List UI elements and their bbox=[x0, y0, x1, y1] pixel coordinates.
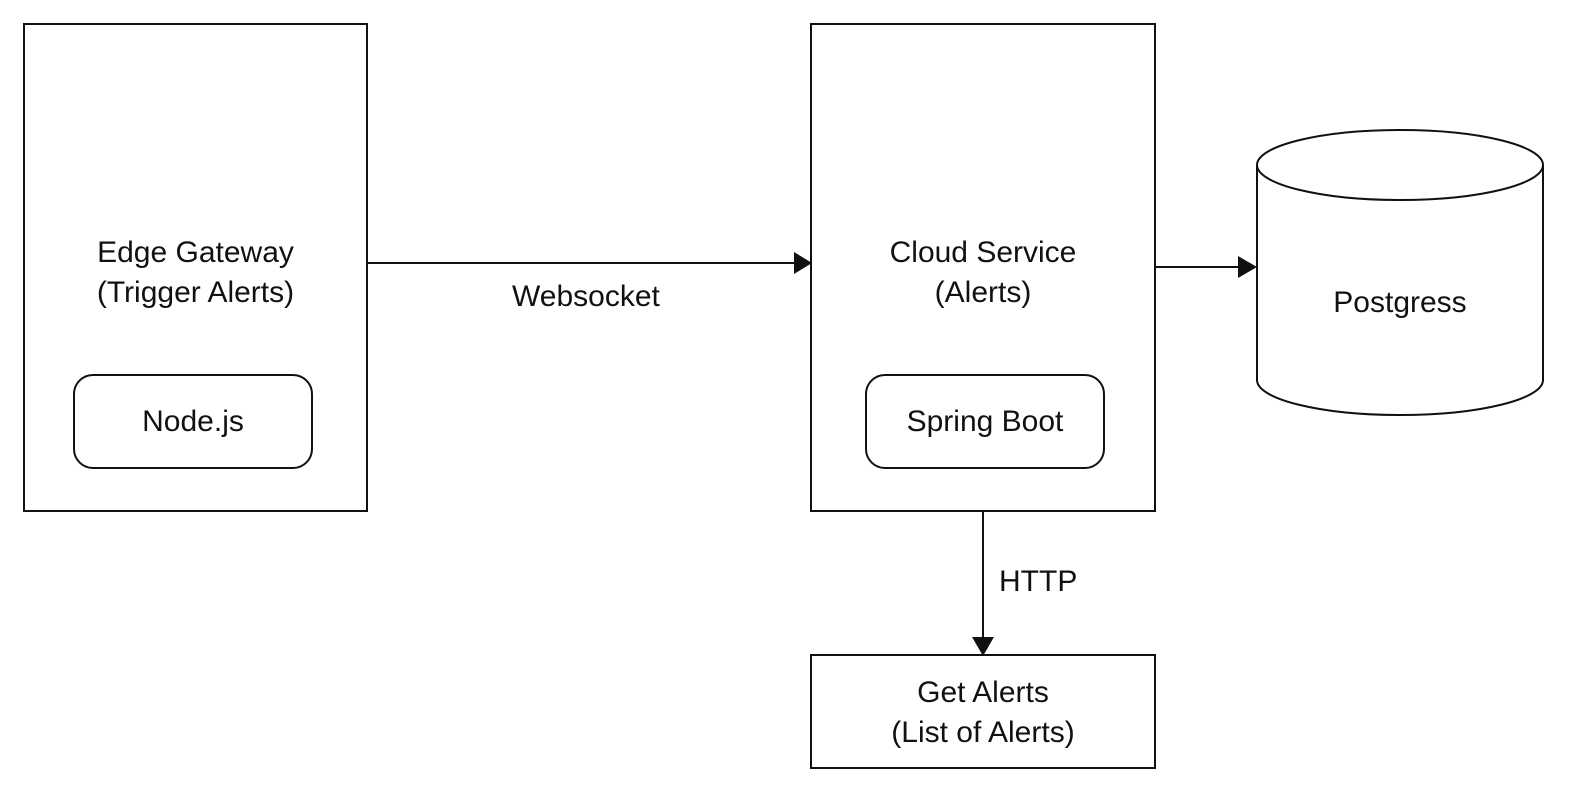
cloud-service-node: Cloud Service (Alerts) Spring Boot bbox=[810, 23, 1156, 512]
http-label: HTTP bbox=[999, 565, 1078, 598]
get-alerts-title-line1: Get Alerts bbox=[917, 676, 1049, 709]
arrow-cloud-to-get-alerts bbox=[972, 511, 994, 656]
edge-gateway-title-line1: Edge Gateway bbox=[97, 236, 294, 269]
arrow-cloud-to-database bbox=[1155, 256, 1257, 278]
spring-boot-component: Spring Boot bbox=[865, 374, 1105, 469]
edge-gateway-title-line2: (Trigger Alerts) bbox=[96, 276, 295, 309]
database-label: Postgress bbox=[1333, 286, 1467, 319]
arrow-gateway-to-cloud bbox=[367, 252, 812, 274]
websocket-label: Websocket bbox=[512, 280, 660, 313]
cloud-service-title-line2: (Alerts) bbox=[934, 276, 1032, 309]
cloud-service-title: Cloud Service (Alerts) bbox=[812, 233, 1154, 313]
get-alerts-node: Get Alerts (List of Alerts) bbox=[810, 654, 1156, 769]
database-cylinder-icon bbox=[1256, 129, 1544, 416]
edge-gateway-node: Edge Gateway (Trigger Alerts) Node.js bbox=[23, 23, 368, 512]
get-alerts-title-line2: (List of Alerts) bbox=[891, 716, 1075, 749]
cloud-service-title-line1: Cloud Service bbox=[889, 236, 1077, 269]
get-alerts-title: Get Alerts (List of Alerts) bbox=[812, 673, 1154, 753]
nodejs-component: Node.js bbox=[73, 374, 313, 469]
edge-gateway-title: Edge Gateway (Trigger Alerts) bbox=[25, 233, 366, 313]
